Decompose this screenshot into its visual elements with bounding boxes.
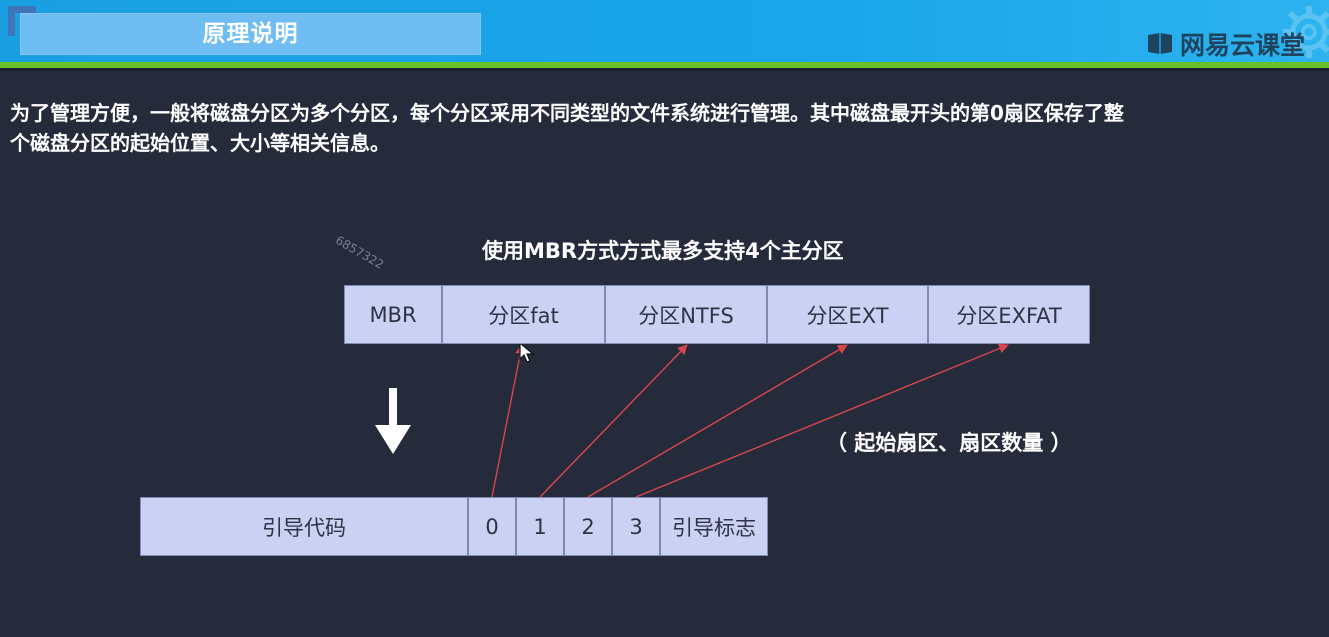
cell-partition-ntfs: 分区NTFS xyxy=(605,285,767,344)
corner-bracket-icon xyxy=(8,6,36,36)
cell-mbr: MBR xyxy=(344,285,442,344)
link-arrow-3 xyxy=(635,343,1009,498)
cell-entry-2: 2 xyxy=(564,497,612,556)
brand-book-icon xyxy=(1147,33,1172,54)
cell-entry-0: 0 xyxy=(468,497,516,556)
header-divider xyxy=(0,68,1329,71)
intro-paragraph: 为了管理方便，一般将磁盘分区为多个分区，每个分区采用不同类型的文件系统进行管理。… xyxy=(10,101,1124,155)
down-arrow-icon xyxy=(375,388,411,454)
link-arrow-1 xyxy=(539,344,688,498)
mouse-cursor-icon xyxy=(519,342,535,363)
cell-boot-flag: 引导标志 xyxy=(660,497,768,556)
link-arrow-2 xyxy=(587,344,848,498)
gear-icon xyxy=(1283,6,1329,58)
cell-entry-3: 3 xyxy=(612,497,660,556)
page-title: 原理说明 xyxy=(202,21,299,47)
diagram-title: 使用MBR方式方式最多支持4个主分区 xyxy=(482,239,844,263)
header-accent-line xyxy=(0,62,1329,68)
title-banner: 原理说明 xyxy=(20,13,481,55)
watermark-text: 6857322 xyxy=(333,233,387,272)
link-arrow-0 xyxy=(491,344,526,498)
entry-fields-note: （ 起始扇区、扇区数量 ） xyxy=(826,431,1072,455)
cell-entry-1: 1 xyxy=(516,497,564,556)
cell-partition-exfat: 分区EXFAT xyxy=(928,285,1090,344)
brand-logo: 网易云课堂 xyxy=(1146,27,1305,61)
cell-boot-code: 引导代码 xyxy=(140,497,468,556)
cell-partition-ext: 分区EXT xyxy=(767,285,928,344)
cell-partition-fat: 分区fat xyxy=(442,285,605,344)
brand-name: 网易云课堂 xyxy=(1179,31,1305,60)
